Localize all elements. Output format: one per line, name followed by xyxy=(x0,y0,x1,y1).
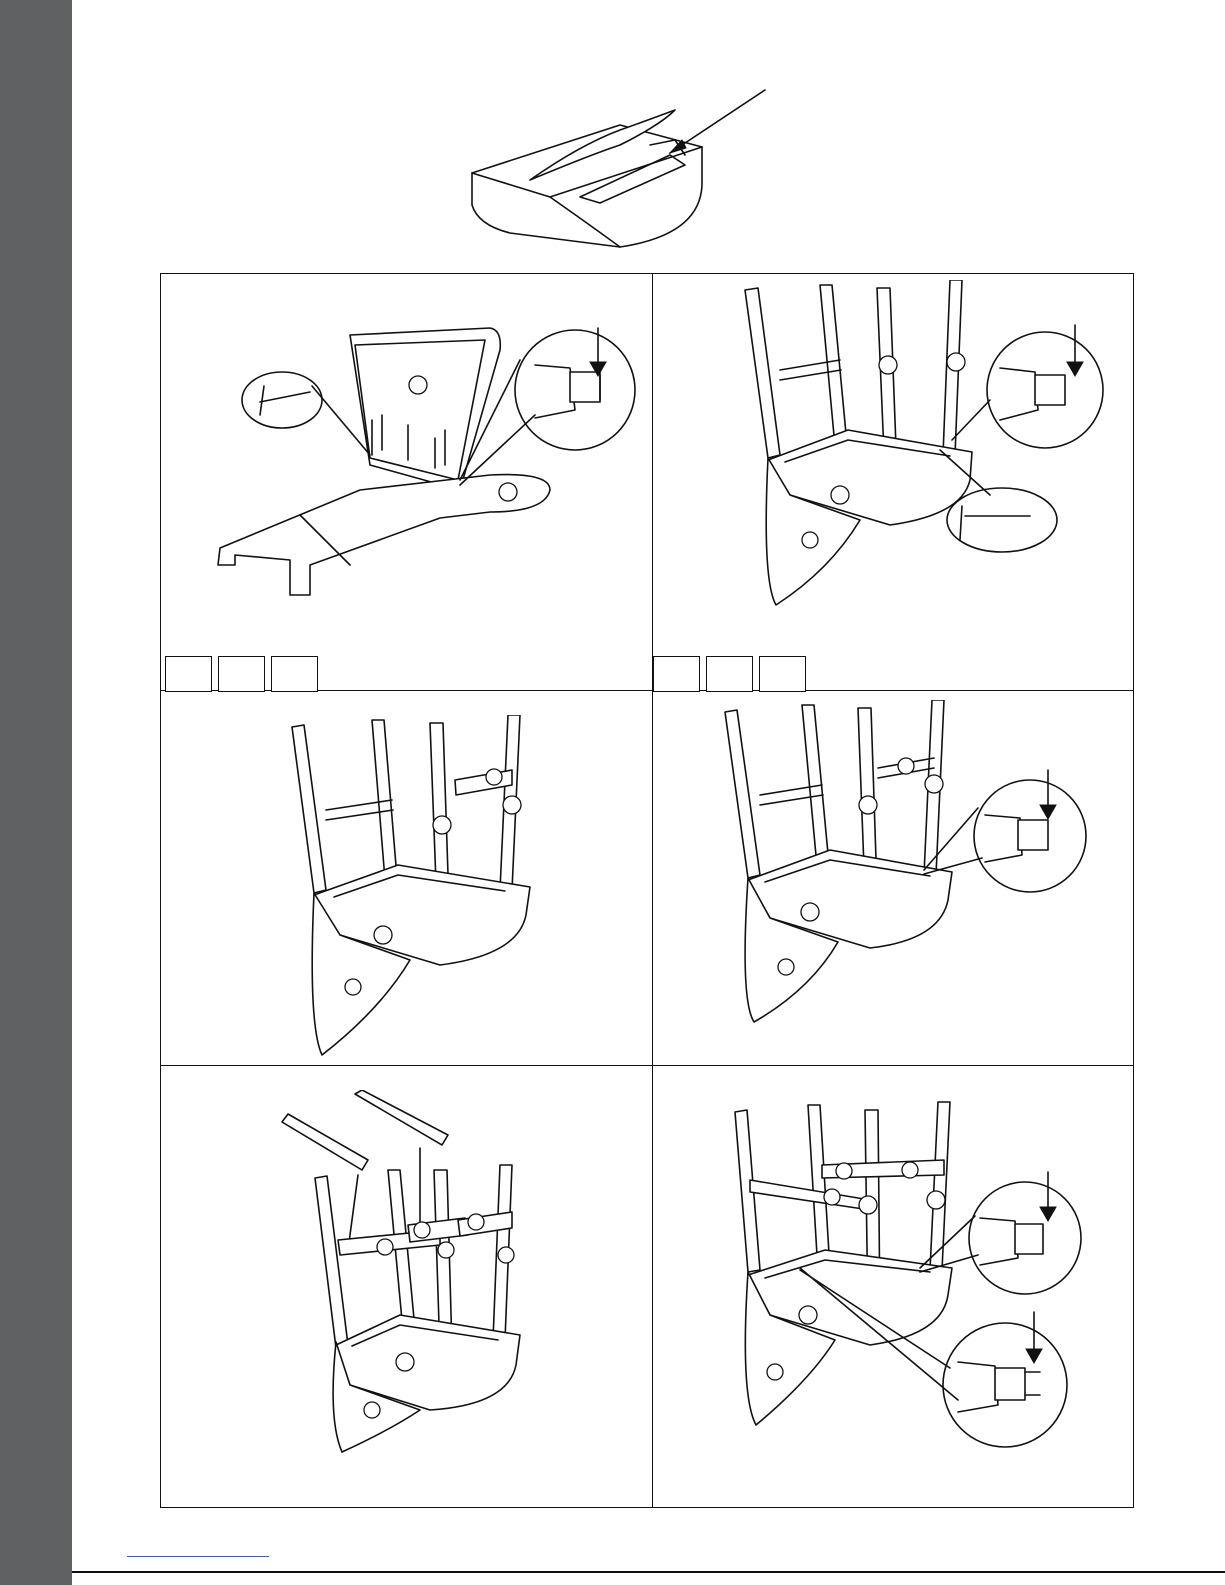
step-1-panel xyxy=(190,290,640,610)
grid-divider-vertical xyxy=(652,273,653,1508)
step-2-hardware-box-1 xyxy=(653,656,700,692)
rear-stretcher-tighten-icon xyxy=(720,700,1120,1030)
step-5-panel xyxy=(280,1090,550,1455)
seat-cushion-icon xyxy=(470,85,780,260)
step-1-hardware-box-1 xyxy=(165,656,212,692)
side-stretchers-insert-icon xyxy=(280,1090,550,1455)
grid-divider-row2 xyxy=(160,1065,1134,1066)
seat-frame-attach-icon xyxy=(190,290,640,610)
rear-stretcher-insert-icon xyxy=(290,715,540,1060)
step-6-panel xyxy=(730,1100,1120,1460)
final-tighten-icon xyxy=(730,1100,1120,1460)
step-2-hardware-box-2 xyxy=(706,656,753,692)
step-4-panel xyxy=(720,700,1120,1030)
step-1-hardware-box-2 xyxy=(218,656,265,692)
page-sidebar xyxy=(0,0,72,1585)
seat-cushion-figure xyxy=(470,85,780,260)
step-3-panel xyxy=(290,715,540,1060)
footer-rule xyxy=(72,1571,1225,1573)
step-1-hardware-box-3 xyxy=(271,656,318,692)
footer-link-underline[interactable] xyxy=(127,1556,269,1557)
step-2-panel xyxy=(740,280,1120,610)
step-2-hardware-box-3 xyxy=(759,656,806,692)
chair-upside-down-icon xyxy=(740,280,1120,610)
